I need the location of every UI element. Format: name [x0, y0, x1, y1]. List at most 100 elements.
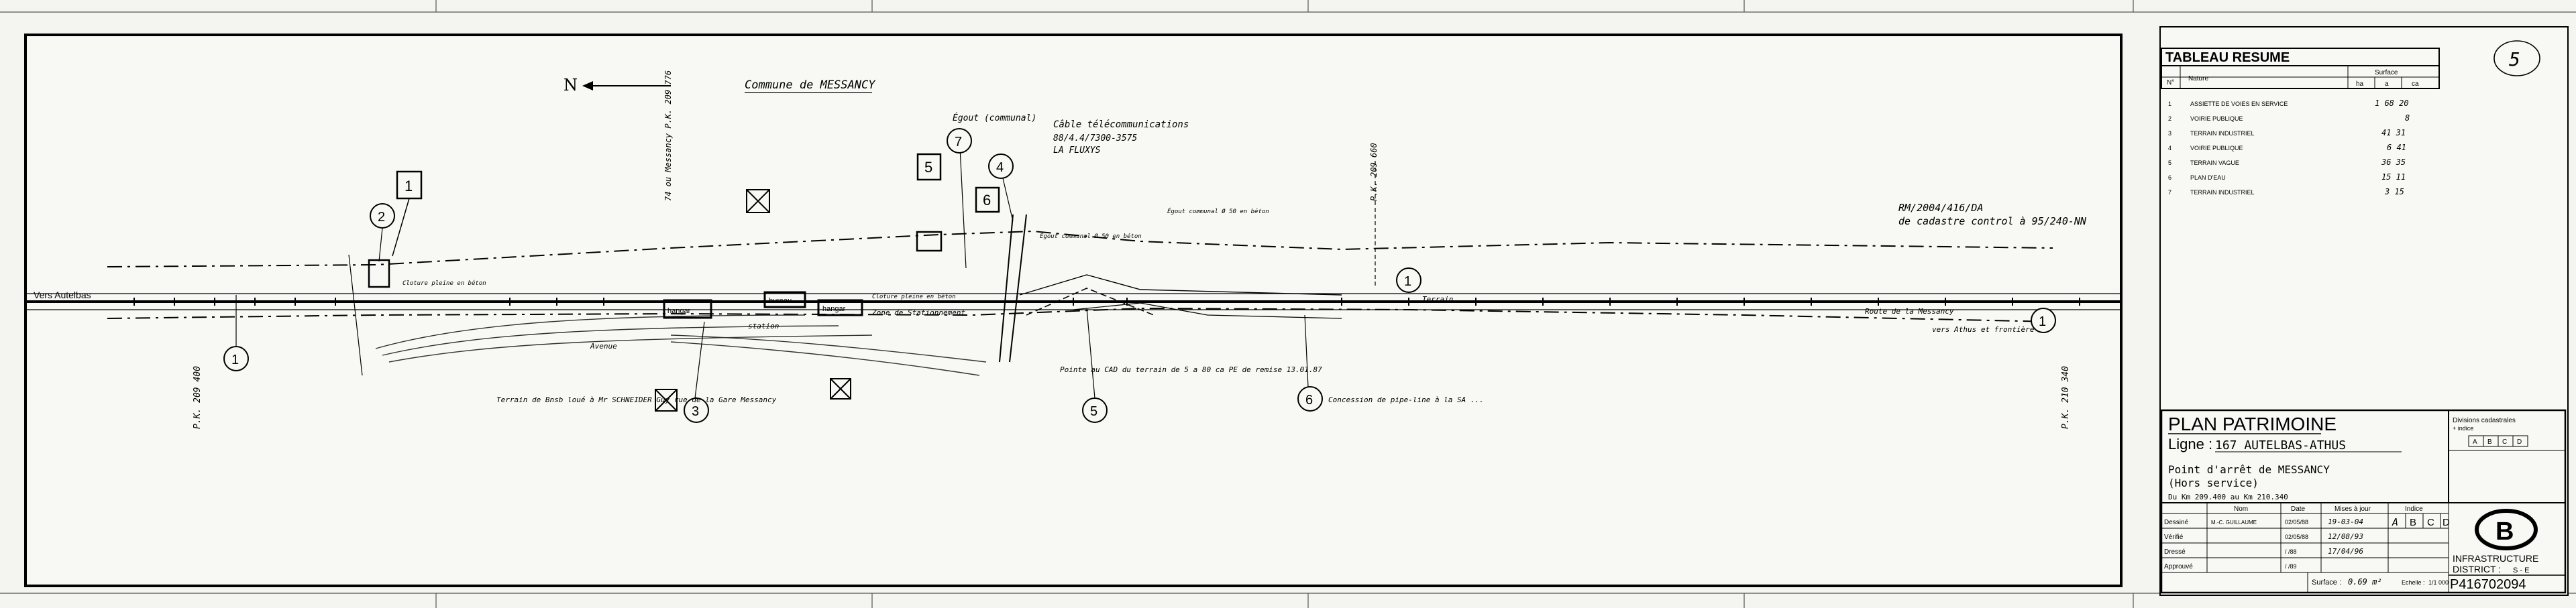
- rail-label-mid: Cloture pleine en béton: [872, 293, 956, 300]
- svg-text:2: 2: [378, 210, 385, 225]
- square-marker-1: 1: [392, 170, 423, 257]
- km-mid-2: P.K. 209 660: [1369, 143, 1379, 201]
- map-content: N Commune de MESSANCY: [27, 70, 2120, 429]
- svg-text:D: D: [2517, 438, 2522, 446]
- district-value: S - E: [2513, 566, 2529, 574]
- svg-text:B: B: [2410, 517, 2416, 528]
- svg-text:VOIRIE PUBLIQUE: VOIRIE PUBLIQUE: [2190, 115, 2243, 122]
- svg-text:TERRAIN INDUSTRIEL: TERRAIN INDUSTRIEL: [2190, 130, 2255, 137]
- egout-label: Égout (communal): [953, 113, 1036, 123]
- svg-text:Approuvé: Approuvé: [2164, 563, 2193, 570]
- svg-text:5: 5: [924, 159, 932, 176]
- svg-text:Dressé: Dressé: [2164, 548, 2186, 556]
- subtitle-2: (Hors service): [2168, 477, 2259, 489]
- district-label: DISTRICT :: [2453, 564, 2501, 574]
- svg-text:8: 8: [2405, 113, 2410, 123]
- ligne-label: Ligne :: [2168, 436, 2212, 452]
- note-1: Terrain de Bnsb loué à Mr SCHNEIDER Guy …: [496, 396, 777, 404]
- boundary-upper: [107, 230, 2053, 267]
- track-ticks: [133, 298, 2080, 306]
- circle-marker: 1: [1396, 267, 1421, 293]
- svg-text:1: 1: [405, 178, 413, 194]
- svg-text:1/1 000: 1/1 000: [2428, 579, 2449, 586]
- svg-text:VOIRIE PUBLIQUE: VOIRIE PUBLIQUE: [2190, 145, 2243, 151]
- svg-text:D: D: [2443, 517, 2450, 528]
- summary-col-surface: Surface: [2375, 69, 2398, 76]
- svg-text:12/08/93: 12/08/93: [2328, 532, 2363, 541]
- svg-text:1: 1: [2039, 314, 2046, 329]
- svg-text:1: 1: [231, 353, 239, 367]
- km-right: P.K. 210 340: [2061, 366, 2071, 429]
- svg-text:1: 1: [1404, 274, 1411, 289]
- note-6: Concession de pipe-line à la SA ...: [1328, 396, 1484, 404]
- note-5: Pointe au CAD du terrain de 5 a 80 ca PE…: [1060, 365, 1322, 374]
- cable-label: Câble télécommunications: [1053, 119, 1189, 130]
- svg-text:B: B: [2496, 518, 2514, 546]
- svg-text:5: 5: [1090, 404, 1097, 419]
- sncb-logo-icon: B: [2475, 509, 2538, 550]
- svg-text:3: 3: [692, 404, 699, 419]
- svg-text:M.-C. GUILLAUME: M.-C. GUILLAUME: [2211, 520, 2257, 526]
- svg-text:bureau: bureau: [769, 297, 792, 305]
- svg-text:6: 6: [983, 192, 991, 208]
- ref-right-2: de cadastre control à 95/240-NN: [1898, 215, 2087, 227]
- divisions-label: Divisions cadastrales: [2453, 417, 2516, 424]
- summary-table: TABLEAU RESUME N° Nature Surface ha a ca…: [2161, 48, 2440, 196]
- svg-text:5: 5: [2168, 160, 2171, 166]
- svg-text:B: B: [2487, 438, 2492, 446]
- rue-label: Route de la Messancy: [1865, 307, 1954, 316]
- svg-text:ca: ca: [2412, 80, 2419, 88]
- subtitle-1: Point d'arrêt de MESSANCY: [2168, 463, 2330, 476]
- svg-text:Nom: Nom: [2234, 505, 2248, 513]
- bureau-building: [763, 291, 806, 308]
- square-marker-6: 6: [975, 186, 1000, 213]
- svg-text:19-03-04: 19-03-04: [2328, 518, 2363, 526]
- ref-code: P416702094: [2450, 577, 2526, 592]
- svg-text:1: 1: [2168, 101, 2171, 107]
- cross-marker-icon: [830, 378, 851, 400]
- svg-text:TERRAIN INDUSTRIEL: TERRAIN INDUSTRIEL: [2190, 189, 2255, 196]
- svg-text:a: a: [2385, 80, 2389, 88]
- signature-grid: [2161, 503, 2449, 593]
- circle-marker: 1: [223, 295, 249, 371]
- svg-text:Echelle :: Echelle :: [2402, 579, 2425, 586]
- svg-text:Vérifié: Vérifié: [2164, 534, 2184, 541]
- sheet-number: 5: [2493, 40, 2540, 76]
- svg-text:5: 5: [2509, 48, 2520, 70]
- circle-marker: 4: [988, 154, 1014, 222]
- ref-right: RM/2004/416/DA: [1898, 202, 1983, 214]
- plan-title: PLAN PATRIMOINE: [2168, 414, 2337, 434]
- boundary-lower: [107, 307, 2053, 322]
- summary-col-nature: Nature: [2188, 75, 2208, 82]
- svg-text:7: 7: [955, 135, 962, 149]
- toward-autelbas-label: Vers Autelbas: [34, 290, 91, 300]
- cable-ref-2: LA FLUXYS: [1053, 145, 1101, 156]
- ligne-value: 167 AUTELBAS-ATHUS: [2215, 438, 2346, 452]
- hangar-building: [663, 299, 712, 319]
- svg-text:/ /89: / /89: [2285, 563, 2297, 570]
- parking-label: Zone de Stationnement: [871, 308, 965, 317]
- svg-text:A: A: [2392, 516, 2398, 528]
- svg-text:6: 6: [1305, 393, 1313, 408]
- station-label: station: [748, 322, 779, 330]
- svg-text:17/04/96: 17/04/96: [2328, 547, 2363, 556]
- svg-text:ASSIETTE DE VOIES EN SERVICE: ASSIETTE DE VOIES EN SERVICE: [2190, 101, 2288, 107]
- commune-label: Commune de MESSANCY: [745, 78, 876, 92]
- rail-label-left: Cloture pleine en béton: [402, 280, 486, 287]
- square-marker-5: 5: [916, 153, 942, 181]
- svg-text:4: 4: [2168, 145, 2171, 151]
- terrain-label: Terrain: [1422, 295, 1453, 304]
- svg-text:C: C: [2502, 438, 2507, 446]
- svg-text:3: 3: [2168, 130, 2171, 137]
- km-range: Du Km 209.400 au Km 210.340: [2168, 493, 2288, 501]
- svg-text:hangar: hangar: [667, 307, 691, 315]
- circle-marker: 3: [684, 321, 709, 423]
- svg-text:PLAN D'EAU: PLAN D'EAU: [2190, 174, 2226, 181]
- svg-text:A: A: [2473, 438, 2477, 446]
- toward-athus-label: vers Athus et frontière: [1932, 325, 2035, 334]
- svg-text:36 35: 36 35: [2381, 158, 2406, 167]
- svg-text:Mises à jour: Mises à jour: [2334, 505, 2371, 513]
- svg-text:hangar: hangar: [822, 305, 846, 313]
